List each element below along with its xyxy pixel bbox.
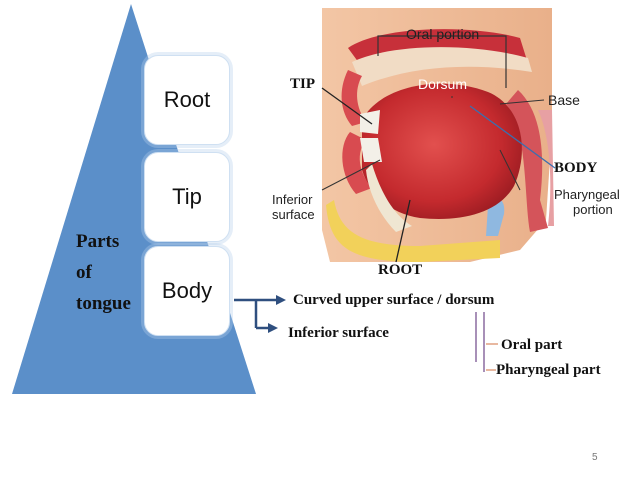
- callout-oral-part: Oral part: [501, 337, 563, 353]
- label-pharyngeal-line-1: Pharyngeal: [554, 187, 620, 202]
- page-number: 5: [592, 452, 598, 463]
- label-inferior-surface: Inferior surface: [272, 192, 315, 222]
- label-inferior-line-2: surface: [272, 207, 315, 222]
- callout-body-upper: Curved upper surface / dorsum: [293, 292, 495, 308]
- callout-tip: TIP: [290, 76, 316, 92]
- label-pharyngeal-portion: Pharyngeal portion: [554, 187, 620, 217]
- label-pharyngeal-line-2: portion: [573, 202, 613, 217]
- box-tip: Tip: [144, 152, 230, 242]
- pyramid-title-line-2: of: [76, 262, 92, 283]
- callout-pharyngeal-part: Pharyngeal part: [496, 362, 601, 378]
- label-dorsum: Dorsum: [418, 76, 468, 92]
- callout-root: ROOT: [378, 262, 423, 278]
- pyramid-title-line-1: Parts: [76, 231, 120, 252]
- label-inferior-line-1: Inferior: [272, 192, 313, 207]
- callout-body: BODY: [554, 160, 598, 176]
- label-base: Base: [548, 92, 580, 108]
- box-tip-label: Tip: [172, 184, 202, 209]
- pyramid-title-line-3: tongue: [76, 293, 131, 314]
- box-root-label: Root: [163, 87, 211, 112]
- callout-body-inferior: Inferior surface: [288, 325, 389, 341]
- label-oral-portion: Oral portion: [406, 26, 480, 42]
- pyramid-title: Parts of tongue: [76, 226, 131, 319]
- box-root: Root: [144, 55, 230, 145]
- box-body: Body: [144, 246, 230, 336]
- box-body-label: Body: [161, 278, 213, 303]
